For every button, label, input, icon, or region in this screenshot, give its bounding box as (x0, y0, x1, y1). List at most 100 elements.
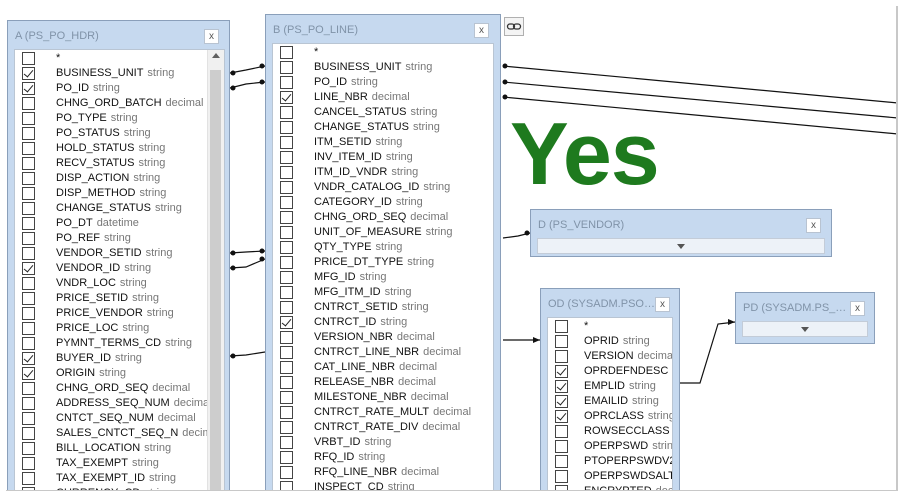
column-row[interactable]: * (548, 319, 672, 334)
column-checkbox[interactable] (22, 352, 35, 365)
scroll-up-arrow-icon[interactable] (212, 53, 220, 58)
column-checkbox[interactable] (555, 380, 568, 393)
column-checkbox[interactable] (555, 440, 568, 453)
column-row[interactable]: OPERPSWDstring (548, 439, 672, 454)
column-checkbox[interactable] (22, 112, 35, 125)
table-pd-sysadm-ps[interactable]: PD (SYSADM.PS_… x (735, 292, 875, 344)
table-od-header[interactable]: OD (SYSADM.PSO… x (541, 289, 679, 317)
column-checkbox[interactable] (22, 307, 35, 320)
column-row[interactable]: PTOPERPSWDV2 (548, 454, 672, 469)
column-checkbox[interactable] (280, 166, 293, 179)
column-checkbox[interactable] (22, 367, 35, 380)
column-checkbox[interactable] (280, 106, 293, 119)
column-checkbox[interactable] (22, 202, 35, 215)
column-checkbox[interactable] (22, 277, 35, 290)
column-checkbox[interactable] (22, 262, 35, 275)
close-icon[interactable]: x (806, 218, 821, 233)
column-checkbox[interactable] (22, 292, 35, 305)
table-d-expand-bar[interactable] (537, 238, 825, 254)
column-checkbox[interactable] (22, 67, 35, 80)
column-checkbox[interactable] (555, 470, 568, 483)
column-checkbox[interactable] (280, 136, 293, 149)
column-checkbox[interactable] (280, 376, 293, 389)
column-checkbox[interactable] (280, 61, 293, 74)
column-checkbox[interactable] (22, 232, 35, 245)
table-od-column-list[interactable]: *OPRIDstringVERSIONdecimalOPRDEFNDESCsEM… (547, 317, 673, 499)
column-row[interactable]: ROWSECCLASSs (548, 424, 672, 439)
column-checkbox[interactable] (280, 286, 293, 299)
column-checkbox[interactable] (280, 346, 293, 359)
column-checkbox[interactable] (22, 457, 35, 470)
column-checkbox[interactable] (22, 412, 35, 425)
column-checkbox[interactable] (280, 76, 293, 89)
column-checkbox[interactable] (22, 142, 35, 155)
column-checkbox[interactable] (280, 271, 293, 284)
scrollbar-thumb[interactable] (210, 70, 221, 498)
column-checkbox[interactable] (22, 337, 35, 350)
column-checkbox[interactable] (280, 226, 293, 239)
table-b-header[interactable]: B (PS_PO_LINE) x (266, 15, 500, 43)
table-pd-expand-bar[interactable] (742, 321, 868, 337)
column-checkbox[interactable] (280, 466, 293, 479)
column-row[interactable]: OPRDEFNDESCs (548, 364, 672, 379)
column-checkbox[interactable] (22, 427, 35, 440)
column-checkbox[interactable] (22, 82, 35, 95)
column-checkbox[interactable] (280, 196, 293, 209)
column-row[interactable]: * (15, 51, 224, 66)
column-checkbox[interactable] (280, 211, 293, 224)
column-checkbox[interactable] (555, 350, 568, 363)
column-checkbox[interactable] (280, 331, 293, 344)
column-checkbox[interactable] (555, 365, 568, 378)
column-checkbox[interactable] (280, 46, 293, 59)
column-checkbox[interactable] (280, 121, 293, 134)
column-checkbox[interactable] (22, 157, 35, 170)
column-checkbox[interactable] (280, 301, 293, 314)
column-checkbox[interactable] (22, 97, 35, 110)
column-checkbox[interactable] (22, 397, 35, 410)
column-checkbox[interactable] (280, 181, 293, 194)
